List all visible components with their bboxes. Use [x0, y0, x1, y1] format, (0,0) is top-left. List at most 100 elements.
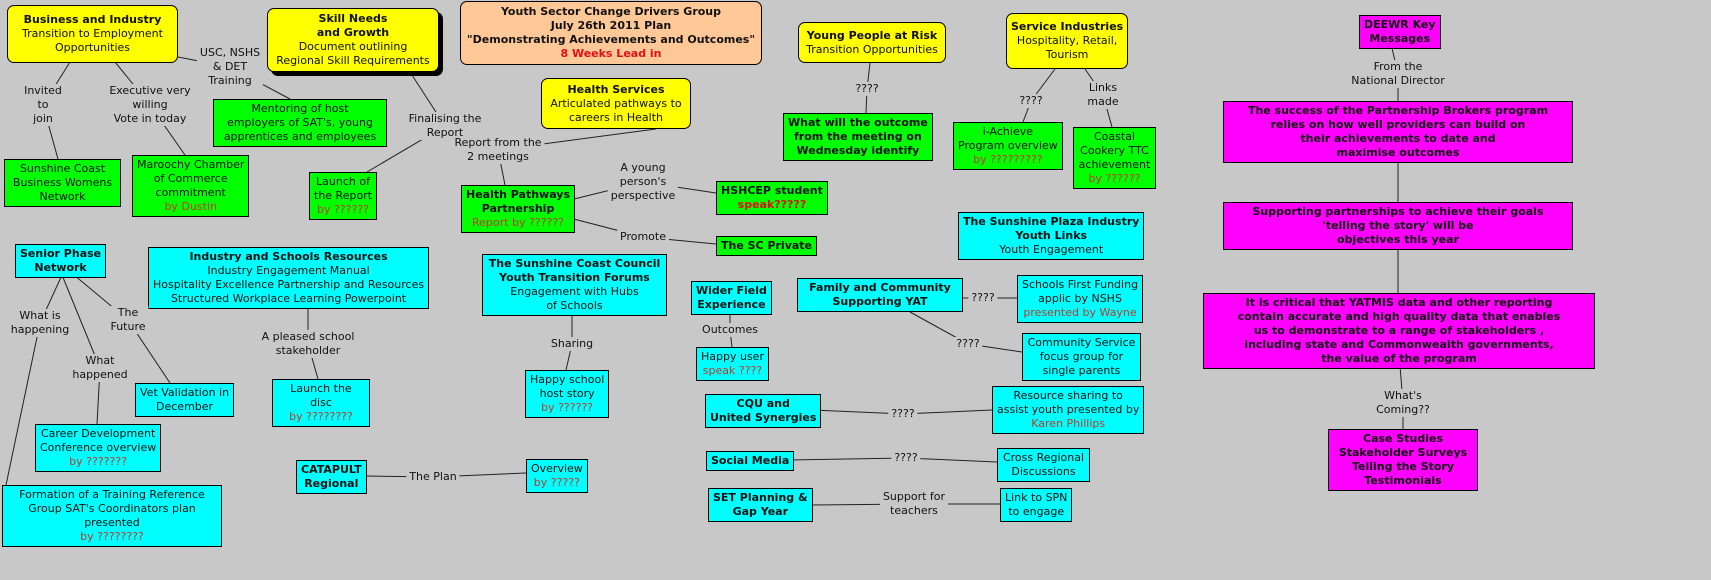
link-label: ????	[1016, 94, 1046, 108]
link-label: Sharing	[547, 337, 597, 351]
link-label: Support for teachers	[879, 490, 949, 518]
node-scbwn[interactable]: Sunshine Coast Business Womens Network	[4, 159, 121, 207]
node-title: Supporting partnerships to achieve their…	[1252, 205, 1544, 246]
node-main-title[interactable]: Youth Sector Change Drivers Group July 2…	[460, 1, 762, 65]
link-label: ????	[888, 407, 918, 421]
node-partnership[interactable]: The success of the Partnership Brokers p…	[1223, 101, 1573, 163]
node-title: The SC Private	[721, 239, 813, 252]
link-label: Report from the 2 meetings	[451, 136, 545, 164]
node-body: Mentoring of host employers of SAT's, yo…	[223, 102, 377, 143]
node-body: Resource sharing to assist youth present…	[997, 389, 1140, 416]
node-social[interactable]: Social Media	[706, 451, 795, 471]
link-label: What's Coming??	[1373, 389, 1433, 417]
node-title: Senior Phase Network	[20, 247, 102, 274]
link-label: The Plan	[406, 470, 460, 484]
node-body: Formation of a Training Reference Group …	[19, 488, 205, 529]
node-scprivate[interactable]: The SC Private	[716, 236, 818, 256]
node-body: Happy school host story	[530, 373, 605, 400]
node-wider[interactable]: Wider Field Experience	[691, 281, 772, 315]
node-body: i-Achieve Program overview	[958, 125, 1058, 152]
link-label: Outcomes	[699, 323, 761, 337]
node-title: Service Industries	[1011, 20, 1124, 33]
link-label: A pleased school stakeholder	[258, 330, 358, 358]
node-body: Overview	[531, 462, 583, 475]
link-label: From the National Director	[1348, 60, 1448, 88]
link-label: What happened	[69, 354, 131, 382]
node-catapult[interactable]: CATAPULT Regional	[296, 460, 367, 494]
node-casestudies[interactable]: Case Studies Stakeholder Surveys Telling…	[1328, 429, 1478, 491]
node-resource[interactable]: Resource sharing to assist youth present…	[992, 386, 1145, 434]
node-note: speak?????	[737, 198, 807, 211]
node-body: Articulated pathways to careers in Healt…	[550, 96, 682, 124]
node-body: Launch the disc	[290, 382, 352, 409]
node-title: Case Studies Stakeholder Surveys Telling…	[1338, 432, 1468, 487]
node-note: presented by Wayne	[1023, 306, 1137, 319]
link-label: ????	[953, 337, 983, 351]
link-label: What is happening	[7, 309, 73, 337]
link-label: Promote	[617, 230, 669, 244]
node-title: Young People at Risk	[806, 28, 938, 42]
link-label: A young person's perspective	[607, 161, 679, 203]
node-body: Community Service focus group for single…	[1027, 336, 1136, 377]
node-note: Karen Phillips	[1031, 417, 1106, 430]
node-linkspn[interactable]: Link to SPN to engage	[1000, 488, 1073, 522]
node-ytf[interactable]: The Sunshine Coast Council Youth Transit…	[482, 254, 667, 316]
node-title: Social Media	[711, 454, 790, 467]
node-supporting[interactable]: Supporting partnerships to achieve their…	[1223, 202, 1573, 250]
node-note: speak ????	[702, 364, 763, 377]
node-body: Cross Regional Discussions	[1002, 451, 1085, 478]
node-title: The Sunshine Coast Council Youth Transit…	[488, 257, 661, 284]
node-body: Link to SPN to engage	[1005, 491, 1068, 518]
node-body: Document outlining Regional Skill Requir…	[276, 40, 430, 67]
node-title: Health Pathways Partnership	[466, 188, 571, 215]
link-line	[61, 274, 101, 425]
node-senior[interactable]: Senior Phase Network	[15, 244, 107, 278]
node-setplan[interactable]: SET Planning & Gap Year	[708, 488, 813, 522]
link-label: USC, NSHS & DET Training	[196, 46, 264, 88]
node-note: by ?????	[533, 476, 580, 489]
link-label: Links made	[1084, 81, 1122, 109]
node-mentoring[interactable]: Mentoring of host employers of SAT's, yo…	[213, 99, 387, 147]
node-note: Report by ??????	[472, 216, 564, 229]
node-formation[interactable]: Formation of a Training Reference Group …	[2, 485, 222, 547]
node-title: Skill Needs and Growth	[316, 12, 390, 39]
node-deewr[interactable]: DEEWR Key Messages	[1359, 15, 1441, 49]
node-body: Hospitality, Retail, Tourism	[1016, 34, 1118, 61]
node-title: What will the outcome from the meeting o…	[788, 116, 928, 157]
node-community[interactable]: Community Service focus group for single…	[1022, 333, 1141, 381]
node-crossreg[interactable]: Cross Regional Discussions	[997, 448, 1090, 482]
node-critical[interactable]: It is critical that YATMIS data and othe…	[1203, 293, 1595, 369]
link-label: ????	[891, 451, 921, 465]
node-vet[interactable]: Vet Validation in December	[135, 383, 235, 417]
node-cqu[interactable]: CQU and United Synergies	[705, 394, 822, 428]
node-note: by ????????	[289, 410, 353, 423]
node-body: Launch of the Report	[314, 175, 373, 202]
node-title: It is critical that YATMIS data and othe…	[1237, 296, 1561, 365]
node-title: Family and Community Supporting YAT	[809, 281, 951, 308]
node-family[interactable]: Family and Community Supporting YAT	[797, 278, 963, 312]
node-title: Industry and Schools Resources	[189, 250, 388, 263]
node-body: Engagement with Hubs of Schools	[510, 285, 639, 312]
node-what-will[interactable]: What will the outcome from the meeting o…	[783, 113, 933, 161]
node-body: Coastal Cookery TTC achievement	[1078, 130, 1151, 171]
node-body: Sunshine Coast Business Womens Network	[12, 162, 113, 203]
